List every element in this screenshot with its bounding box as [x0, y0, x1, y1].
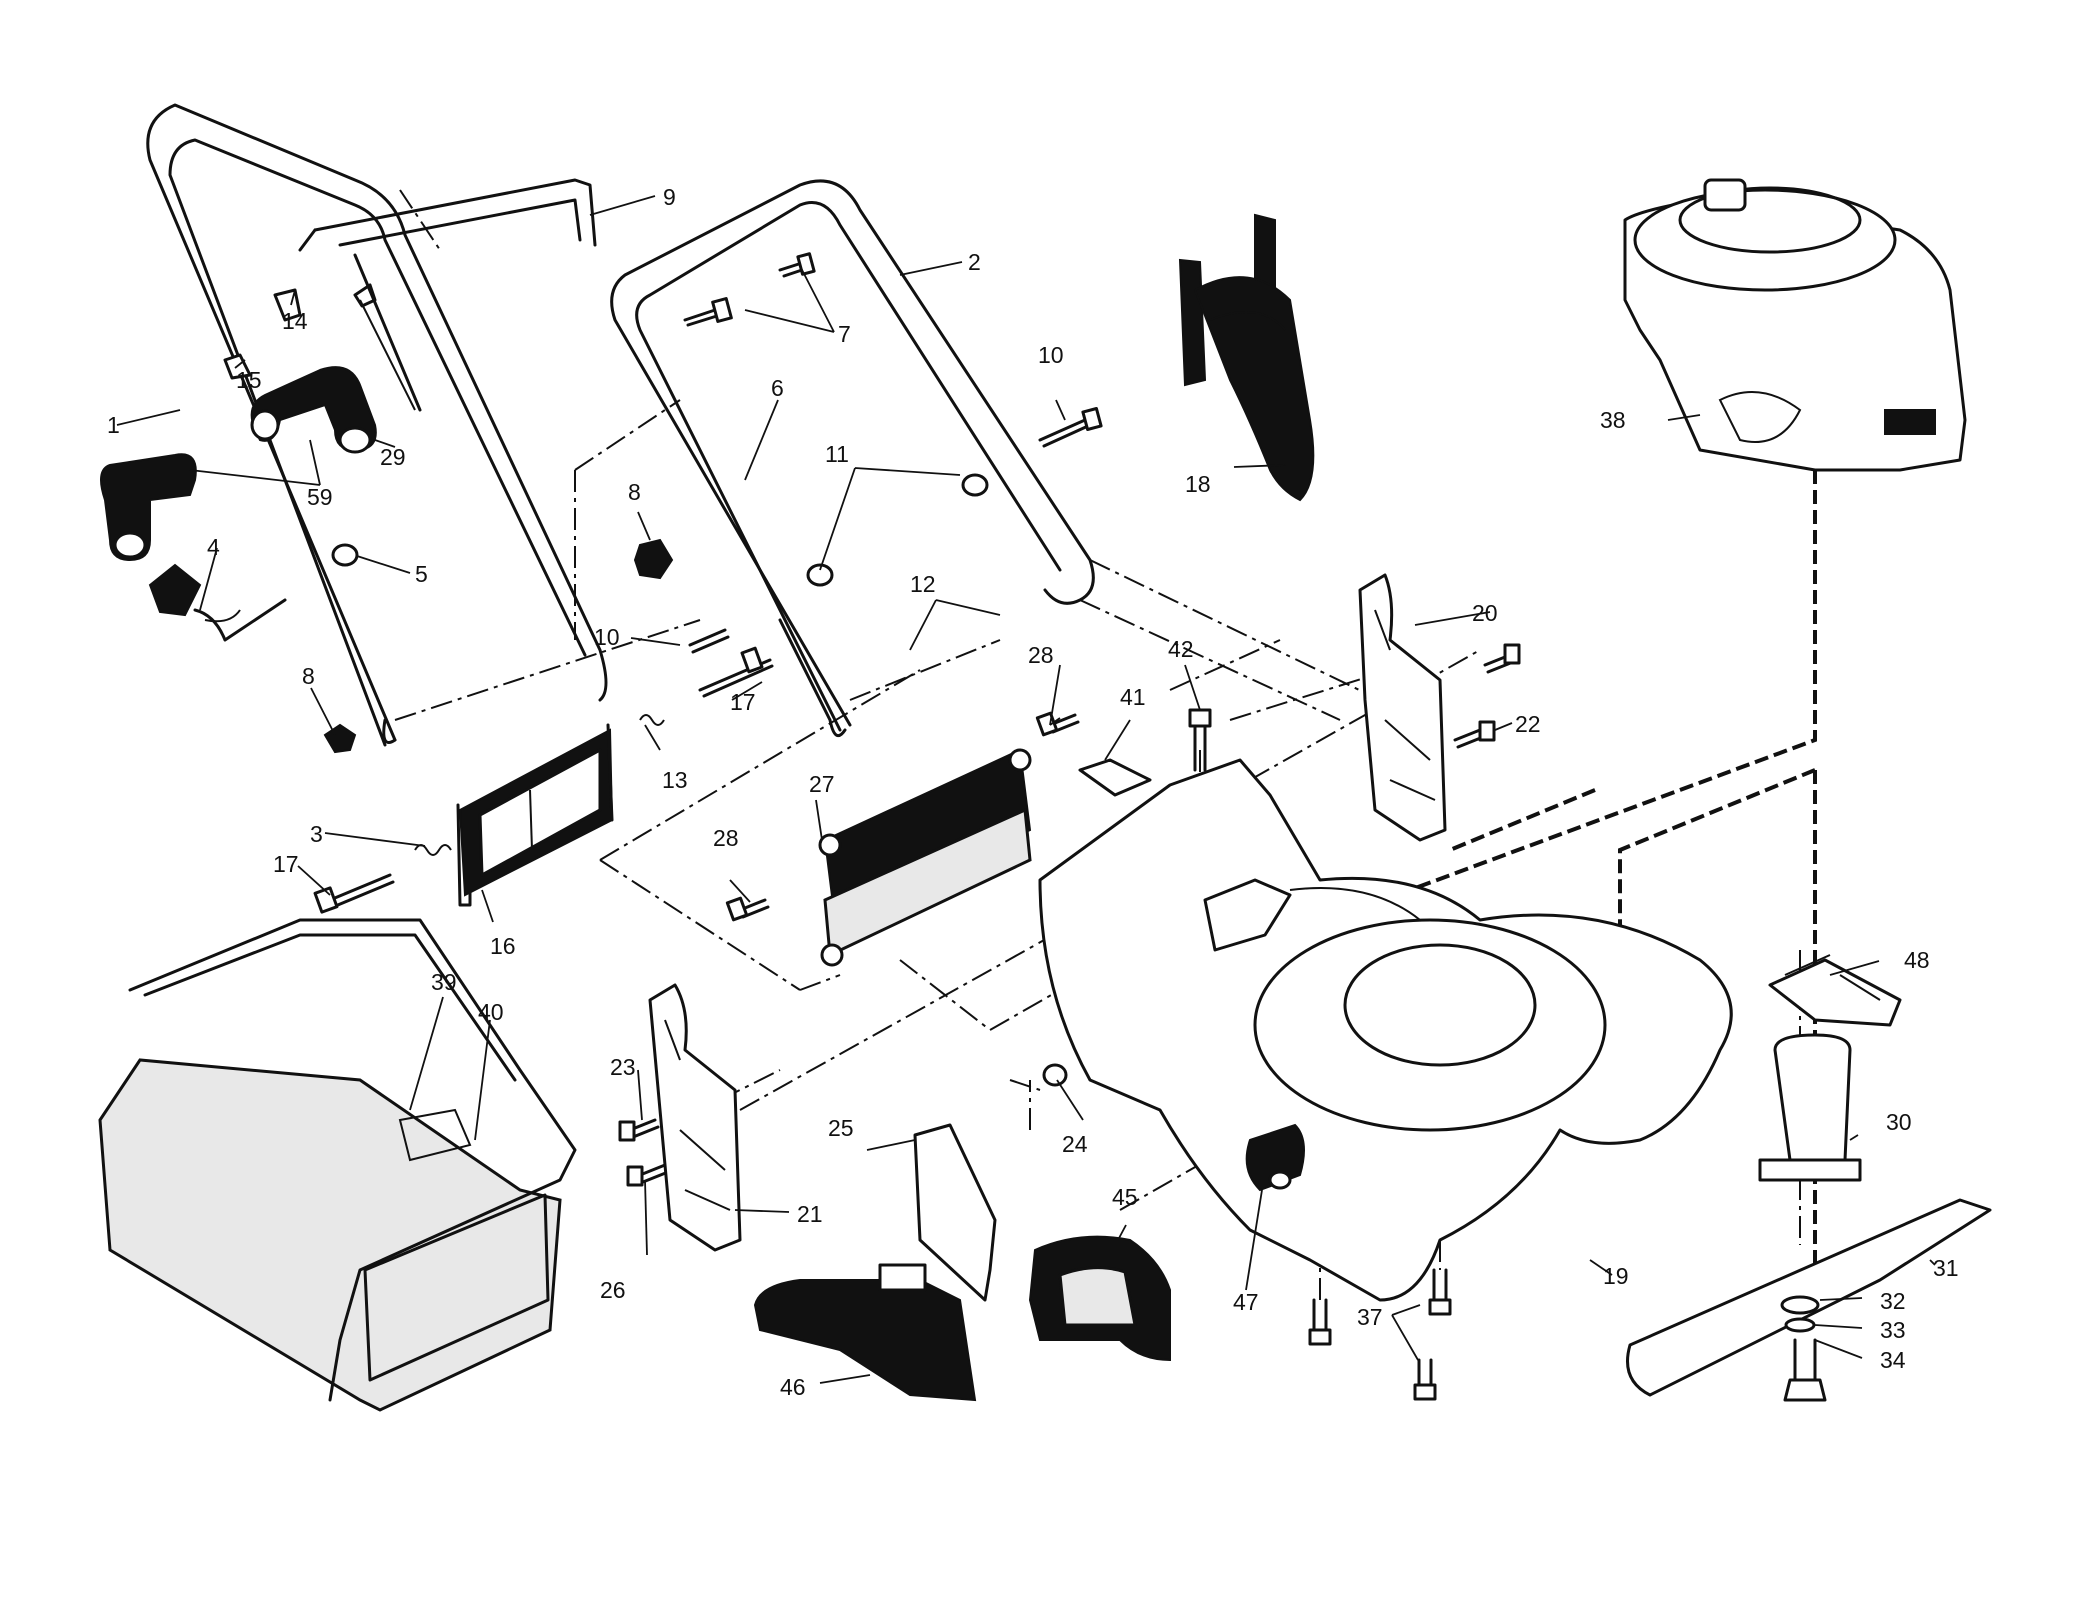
callout-12: 12	[910, 571, 936, 597]
callout-18: 18	[1185, 471, 1211, 497]
callout-32: 32	[1880, 1288, 1906, 1314]
callout-28-upper: 28	[1028, 642, 1054, 668]
callout-48: 48	[1904, 947, 1930, 973]
callout-19: 19	[1603, 1263, 1629, 1289]
callout-13: 13	[662, 767, 688, 793]
callout-5: 5	[415, 561, 428, 587]
engine	[1623, 178, 1967, 472]
callout-8-lower: 8	[302, 663, 315, 689]
callout-40: 40	[478, 999, 504, 1025]
discharge-guard	[1028, 1235, 1171, 1362]
callout-8-upper: 8	[628, 479, 641, 505]
callout-9: 9	[663, 184, 676, 210]
callout-31: 31	[1933, 1255, 1959, 1281]
callout-10-right: 10	[1038, 342, 1064, 368]
upper-handle	[610, 179, 1095, 738]
callout-27: 27	[809, 771, 835, 797]
callout-22: 22	[1515, 711, 1541, 737]
mower-deck	[1038, 758, 1733, 1302]
deflector-41	[1078, 758, 1152, 797]
mulch-plug	[1178, 213, 1315, 502]
callout-25: 25	[828, 1115, 854, 1141]
throttle-cable	[353, 253, 422, 412]
callout-10-left: 10	[594, 624, 620, 650]
height-adjuster-right	[1358, 573, 1447, 842]
callout-24: 24	[1062, 1131, 1088, 1157]
rear-flap	[818, 748, 1032, 967]
leader-lines	[116, 195, 1936, 1384]
callout-39: 39	[431, 969, 457, 995]
callout-30: 30	[1886, 1109, 1912, 1135]
cable-knob	[148, 563, 287, 642]
callout-6: 6	[771, 375, 784, 401]
bolts	[313, 252, 1827, 1402]
callout-14: 14	[282, 308, 308, 334]
callout-labels: 1 2 3 4 5 6 7 8 8 9 10 10 11 12 13 14 15…	[107, 184, 1959, 1400]
small-hardware	[223, 283, 1068, 1087]
callout-42: 42	[1168, 636, 1194, 662]
grass-bag	[98, 918, 577, 1412]
callout-33: 33	[1880, 1317, 1906, 1343]
callout-26: 26	[600, 1277, 626, 1303]
callout-15: 15	[236, 367, 262, 393]
callout-3: 3	[310, 821, 323, 847]
callout-17-left: 17	[273, 851, 299, 877]
callout-11: 11	[825, 441, 849, 467]
callout-20: 20	[1472, 600, 1498, 626]
height-adjuster-left	[648, 983, 742, 1252]
mulch-door-25	[913, 1123, 997, 1302]
callout-34: 34	[1880, 1347, 1906, 1373]
callout-21: 21	[797, 1201, 823, 1227]
callout-17-right: 17	[730, 689, 756, 715]
callout-41: 41	[1120, 684, 1146, 710]
callout-47: 47	[1233, 1289, 1259, 1315]
callout-4: 4	[207, 534, 220, 560]
blade-adapter	[1758, 1033, 1862, 1333]
callout-28-lower: 28	[713, 825, 739, 851]
brake-48	[1768, 954, 1902, 1027]
rear-door	[456, 723, 614, 907]
handle-grips	[100, 366, 377, 562]
callout-37: 37	[1357, 1304, 1383, 1330]
callout-23: 23	[610, 1054, 636, 1080]
callout-1: 1	[107, 412, 120, 438]
callout-16: 16	[490, 933, 516, 959]
control-bail	[298, 178, 597, 252]
pin-line	[399, 189, 441, 251]
callout-59: 59	[307, 484, 333, 510]
callout-7: 7	[838, 321, 851, 347]
callout-29: 29	[380, 444, 406, 470]
callout-46: 46	[780, 1374, 806, 1400]
callout-2: 2	[968, 249, 981, 275]
callout-45: 45	[1112, 1184, 1138, 1210]
callout-38: 38	[1600, 407, 1626, 433]
side-chute	[753, 1263, 977, 1402]
lower-handle	[146, 103, 608, 747]
